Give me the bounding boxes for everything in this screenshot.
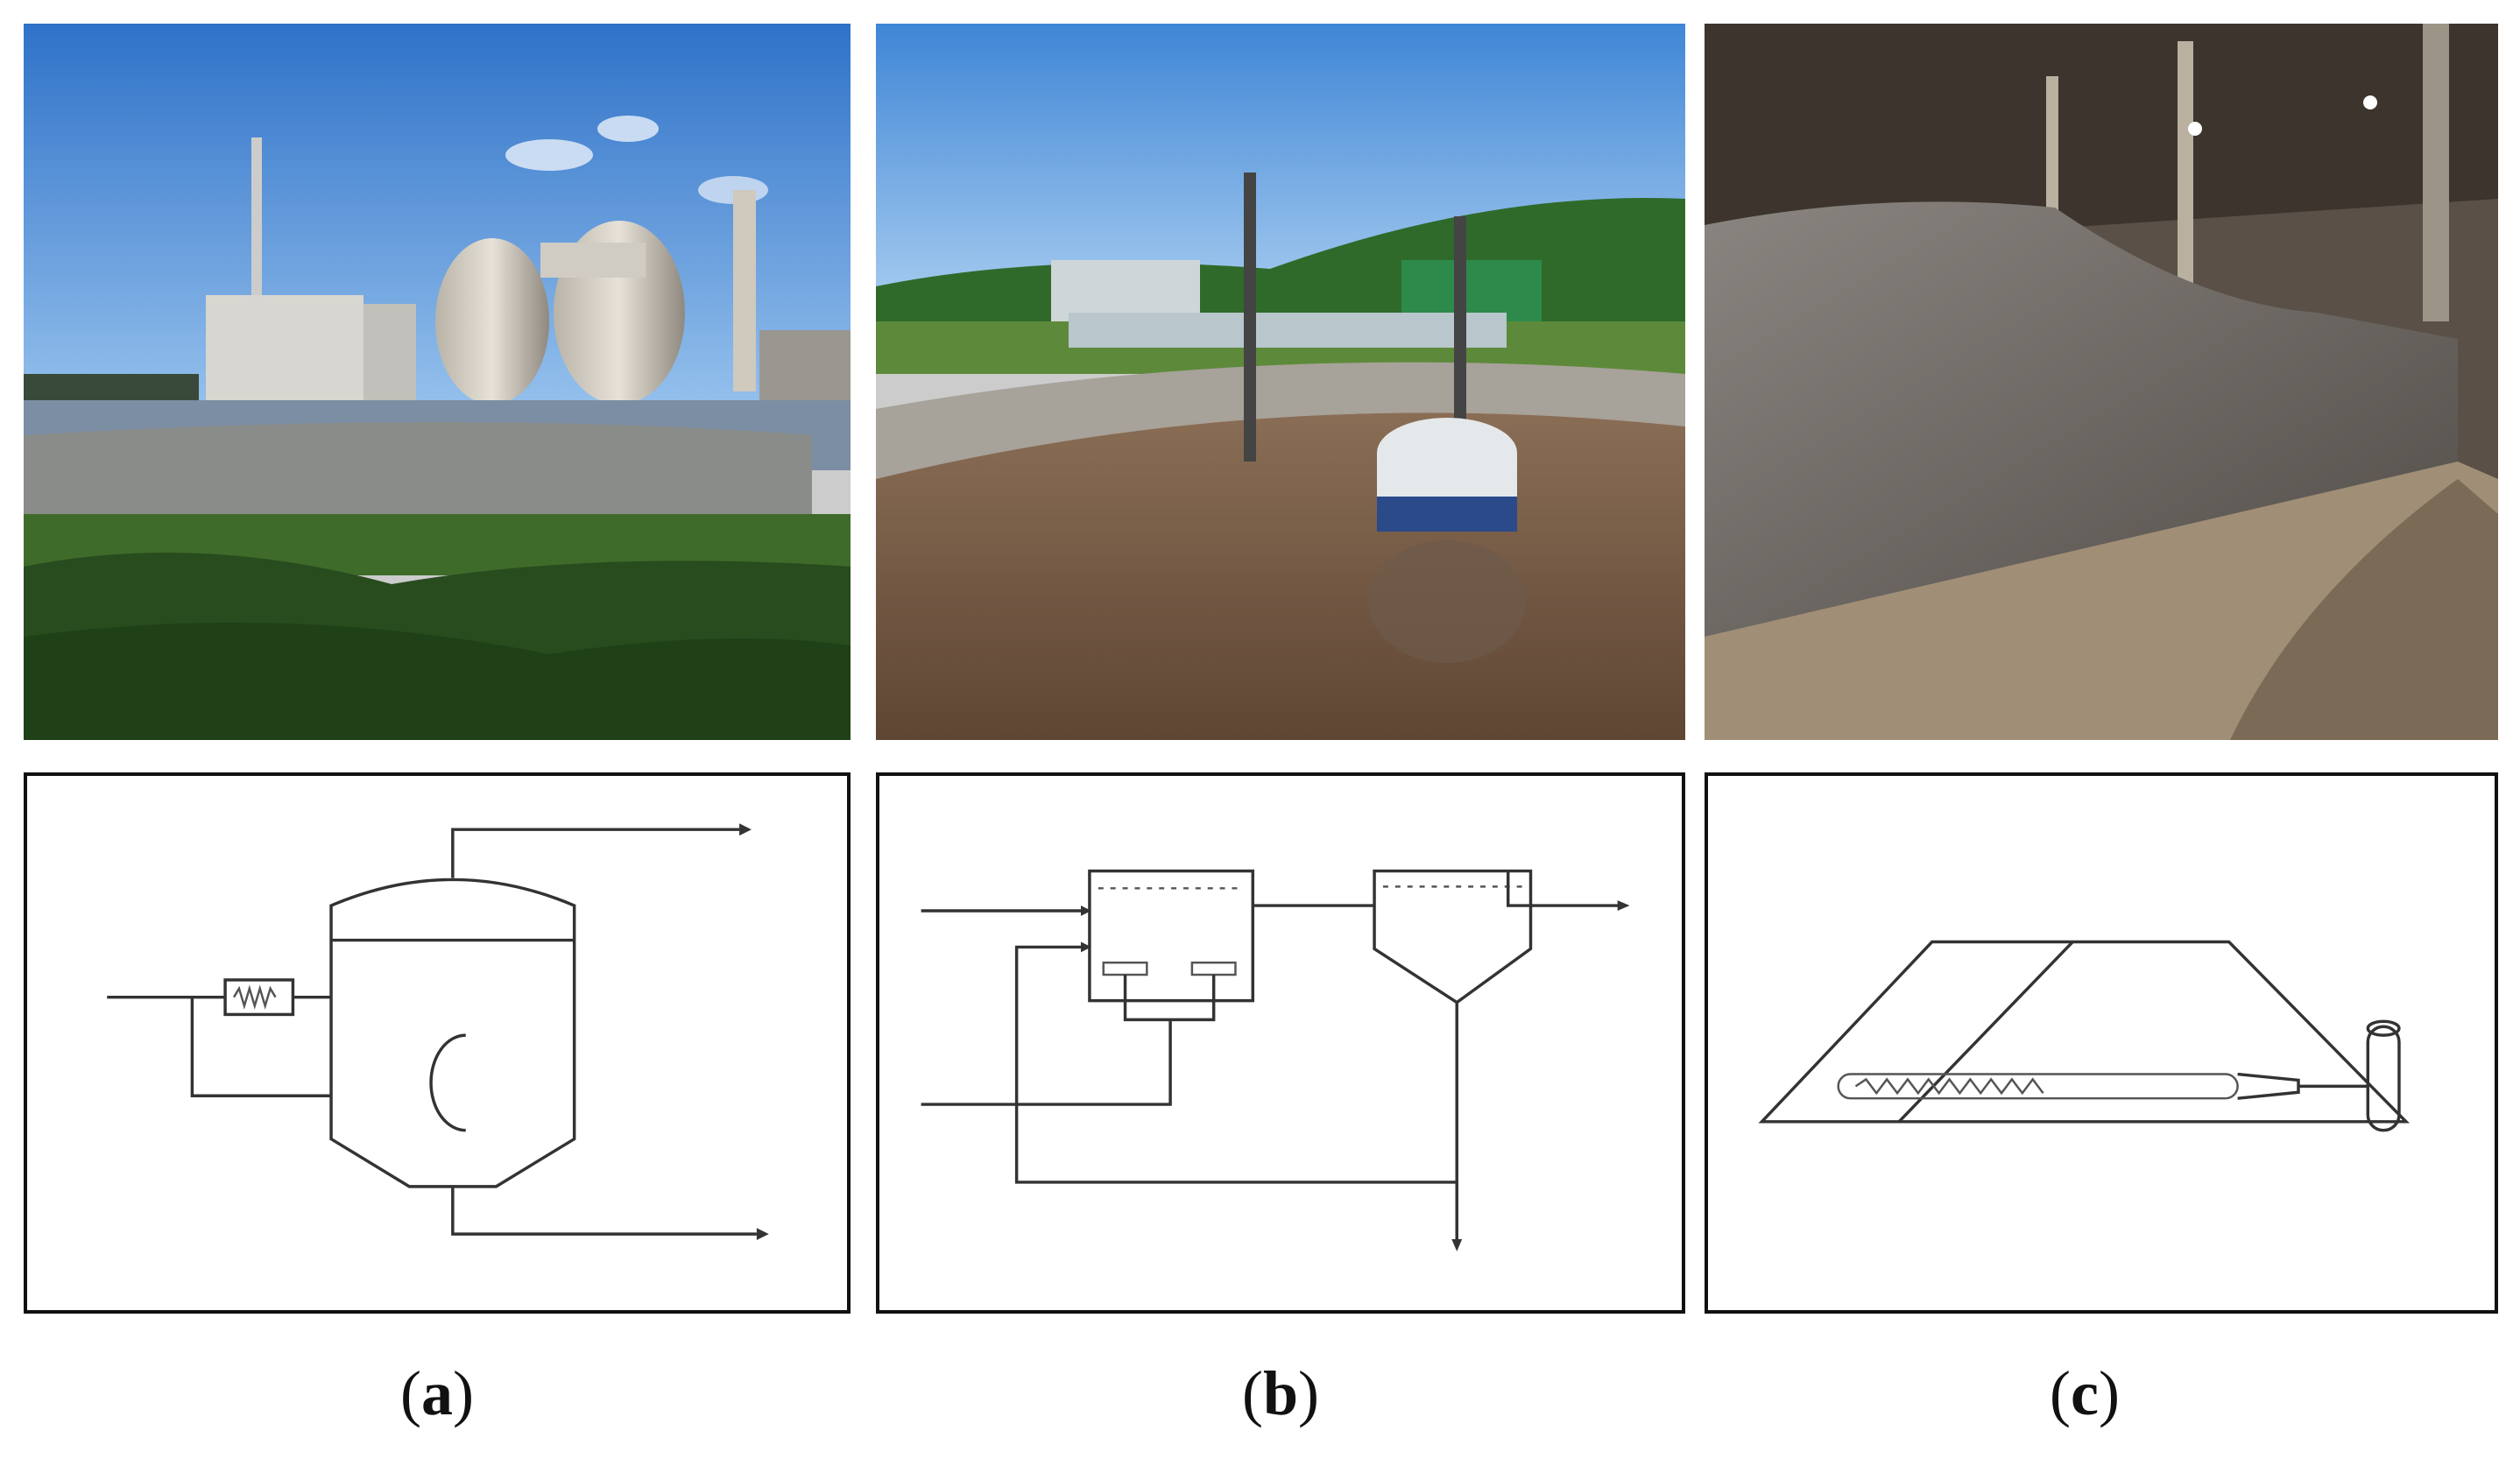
caption-b-close: ): [1298, 1358, 1319, 1428]
clarifier: [1373, 869, 1533, 1004]
caption-a-open: (: [400, 1358, 421, 1428]
digester-vessel: [329, 878, 576, 1188]
waste-sludge-arrow: [1451, 1239, 1463, 1251]
caption-b-open: (: [1241, 1358, 1263, 1428]
return-sludge-line: [1014, 945, 1458, 1184]
heat-exchanger-coil: [232, 984, 277, 1010]
schematic-a-digester: [24, 772, 851, 1314]
compost-pile: [1758, 940, 2411, 1124]
air-manifold: [1123, 975, 1216, 1022]
photo-c-compost-hall: [1705, 24, 2498, 740]
effluent-arrow: [1617, 900, 1630, 911]
gas-outlet-line: [451, 828, 740, 878]
diffuser-right: [1190, 961, 1237, 976]
photo-a-digester-plant: [24, 24, 851, 740]
influent-arrow: [1080, 906, 1091, 916]
sludge-outlet-line: [451, 1186, 757, 1236]
caption-b: (b): [1149, 1362, 1412, 1425]
weir: [1506, 870, 1531, 907]
diffuser-left: [1102, 961, 1148, 976]
photo-b-aeration-basin: [876, 24, 1685, 740]
schematic-c-static-pile: [1705, 772, 2498, 1314]
caption-c-open: (: [2050, 1358, 2072, 1428]
heat-exchanger-box: [223, 978, 295, 1017]
blower: [2366, 1025, 2401, 1132]
caption-c-letter: c: [2071, 1358, 2099, 1428]
caption-c: (c): [1953, 1362, 2216, 1425]
pipe-reducer: [2237, 1072, 2300, 1100]
aeration-pipe: [1837, 1073, 2239, 1100]
caption-a-close: ): [453, 1358, 474, 1428]
air-supply-line: [921, 1019, 1172, 1106]
caption-a: (a): [306, 1362, 568, 1425]
schematic-b-activated-sludge: [876, 772, 1685, 1314]
recirculation-line: [190, 997, 332, 1097]
caption-a-letter: a: [421, 1358, 453, 1428]
mixer-arc: [429, 1033, 466, 1132]
pipe-perforations: [1854, 1077, 2044, 1096]
gas-arrow: [739, 823, 752, 836]
caption-c-close: ): [2098, 1358, 2120, 1428]
pile-section-line: [1897, 941, 2074, 1124]
caption-b-letter: b: [1262, 1358, 1299, 1428]
aeration-tank: [1088, 869, 1255, 1003]
return-sludge-arrow: [1080, 941, 1091, 953]
sludge-arrow: [756, 1228, 769, 1241]
blower-top: [2366, 1019, 2401, 1037]
